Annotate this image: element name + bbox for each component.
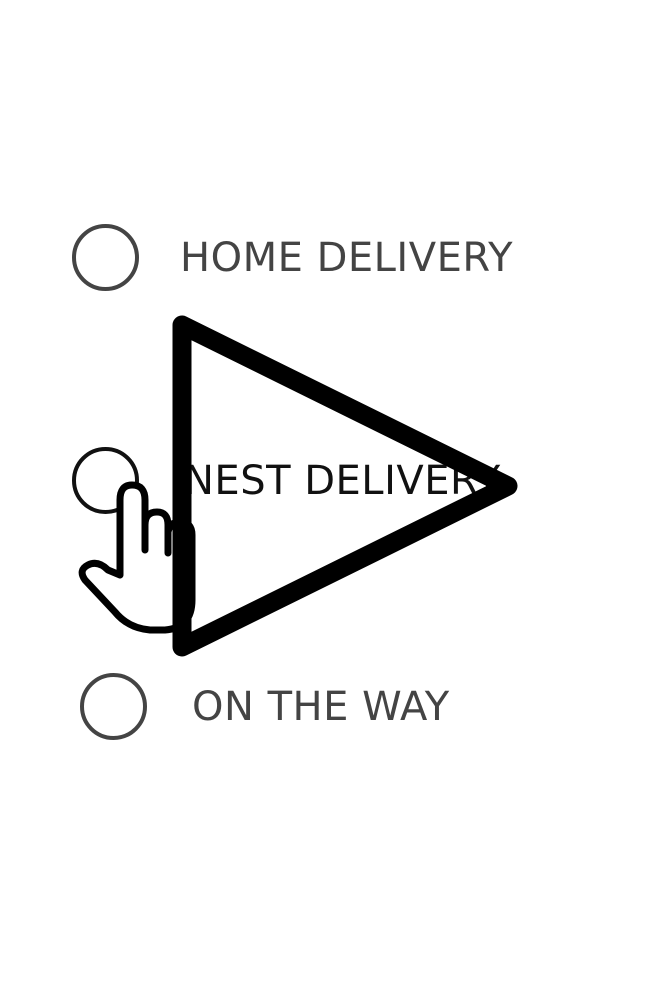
option-label: ON THE WAY	[192, 683, 450, 730]
option-label: NEST DELIVERY	[184, 457, 501, 504]
option-nest-delivery[interactable]: NEST DELIVERY	[72, 447, 501, 514]
radio-nest-delivery[interactable]	[72, 447, 139, 514]
option-home-delivery[interactable]: HOME DELIVERY	[72, 224, 513, 291]
radio-on-the-way[interactable]	[80, 673, 147, 740]
option-label: HOME DELIVERY	[180, 234, 514, 281]
radio-home-delivery[interactable]	[72, 224, 139, 291]
option-on-the-way[interactable]: ON THE WAY	[80, 673, 450, 740]
